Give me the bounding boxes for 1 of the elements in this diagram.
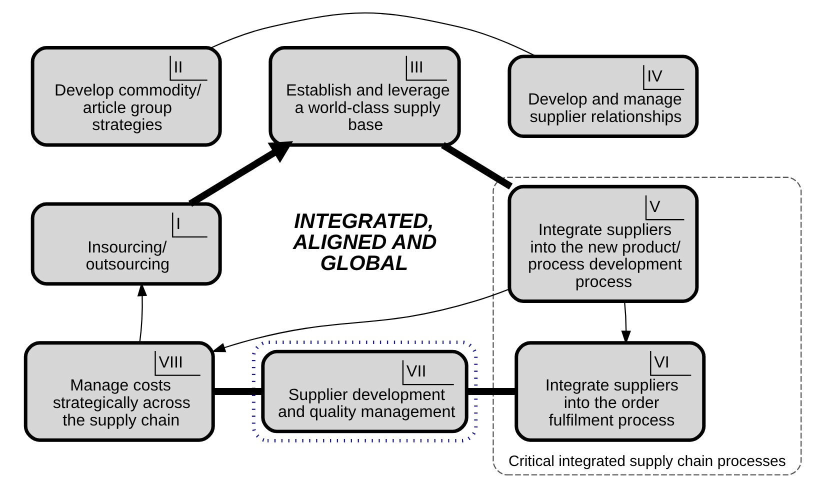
- label: INTEGRATED, ALIGNED AND GLOBAL: [292, 210, 436, 275]
